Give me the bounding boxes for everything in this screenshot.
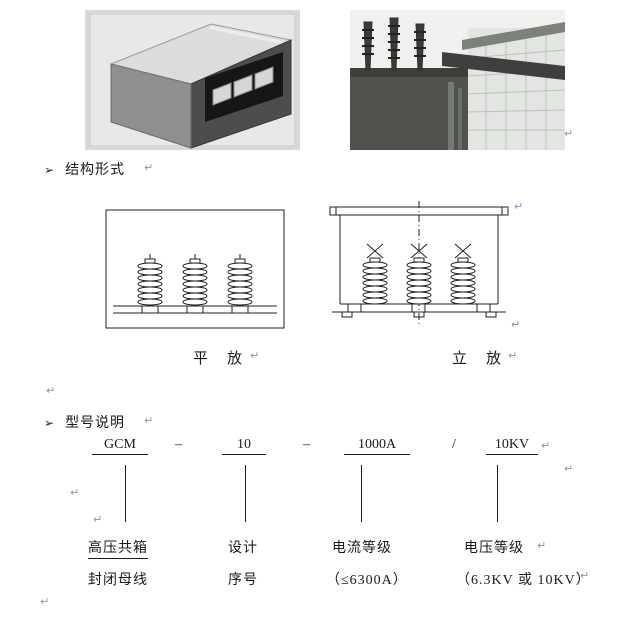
paragraph-mark: ↵ xyxy=(93,513,103,526)
paragraph-mark: ↵ xyxy=(564,127,574,140)
legend-current-top: 电流等级 xyxy=(332,541,392,556)
legend-voltage-bottom: （6.3KV 或 10KV） xyxy=(456,573,591,588)
model-segment-design: 10 xyxy=(222,437,266,455)
legend-series-top: 高压共箱 xyxy=(88,537,148,559)
paragraph-mark: ↵ xyxy=(514,200,524,213)
model-segment-series: GCM xyxy=(92,437,148,455)
paragraph-mark: ↵ xyxy=(580,569,590,582)
model-section-title: 型号说明 xyxy=(65,416,126,431)
arrow-bullet-icon: ➢ xyxy=(44,416,56,430)
model-separator-slash: / xyxy=(452,437,456,452)
model-connector-line xyxy=(497,465,498,522)
substation-illustration xyxy=(350,10,565,150)
model-segment-current: 1000A xyxy=(344,437,410,455)
model-connector-line xyxy=(245,465,246,522)
paragraph-mark: ↵ xyxy=(46,384,56,397)
model-segment-voltage: 10KV xyxy=(486,437,538,455)
paragraph-mark: ↵ xyxy=(537,539,547,552)
arrow-bullet-icon: ➢ xyxy=(44,163,56,177)
paragraph-mark: ↵ xyxy=(564,462,574,475)
paragraph-mark: ↵ xyxy=(508,349,518,362)
model-separator-dash: – xyxy=(303,437,310,452)
paragraph-mark: ↵ xyxy=(144,161,154,174)
legend-current-bottom: （≤6300A） xyxy=(326,573,408,588)
paragraph-mark: ↵ xyxy=(511,318,521,331)
paragraph-mark: ↵ xyxy=(250,349,260,362)
paragraph-mark: ↵ xyxy=(144,414,154,427)
paragraph-mark: ↵ xyxy=(40,595,50,608)
paragraph-mark: ↵ xyxy=(70,486,80,499)
model-separator-dash: – xyxy=(175,437,182,452)
flat-mount-drawing xyxy=(105,209,285,334)
legend-series-bottom: 封闭母线 xyxy=(88,573,148,588)
structure-section-title: 结构形式 xyxy=(65,163,126,178)
busbar-enclosure-illustration xyxy=(85,10,300,150)
legend-design-bottom: 序号 xyxy=(228,573,258,588)
structure-section-heading: ➢ 结构形式 xyxy=(44,159,125,179)
busbar-enclosure-photo xyxy=(85,10,300,150)
model-section-heading: ➢ 型号说明 xyxy=(44,412,125,432)
flat-mount-label: 平 放 xyxy=(193,351,245,367)
vertical-mount-drawing xyxy=(328,199,510,337)
legend-design-top: 设计 xyxy=(228,541,258,556)
legend-voltage-top: 电压等级 xyxy=(464,541,524,556)
paragraph-mark: ↵ xyxy=(541,439,551,452)
model-connector-line xyxy=(361,465,362,522)
model-connector-line xyxy=(125,465,126,522)
substation-transformer-photo xyxy=(350,10,565,150)
vertical-mount-label: 立 放 xyxy=(452,351,504,367)
